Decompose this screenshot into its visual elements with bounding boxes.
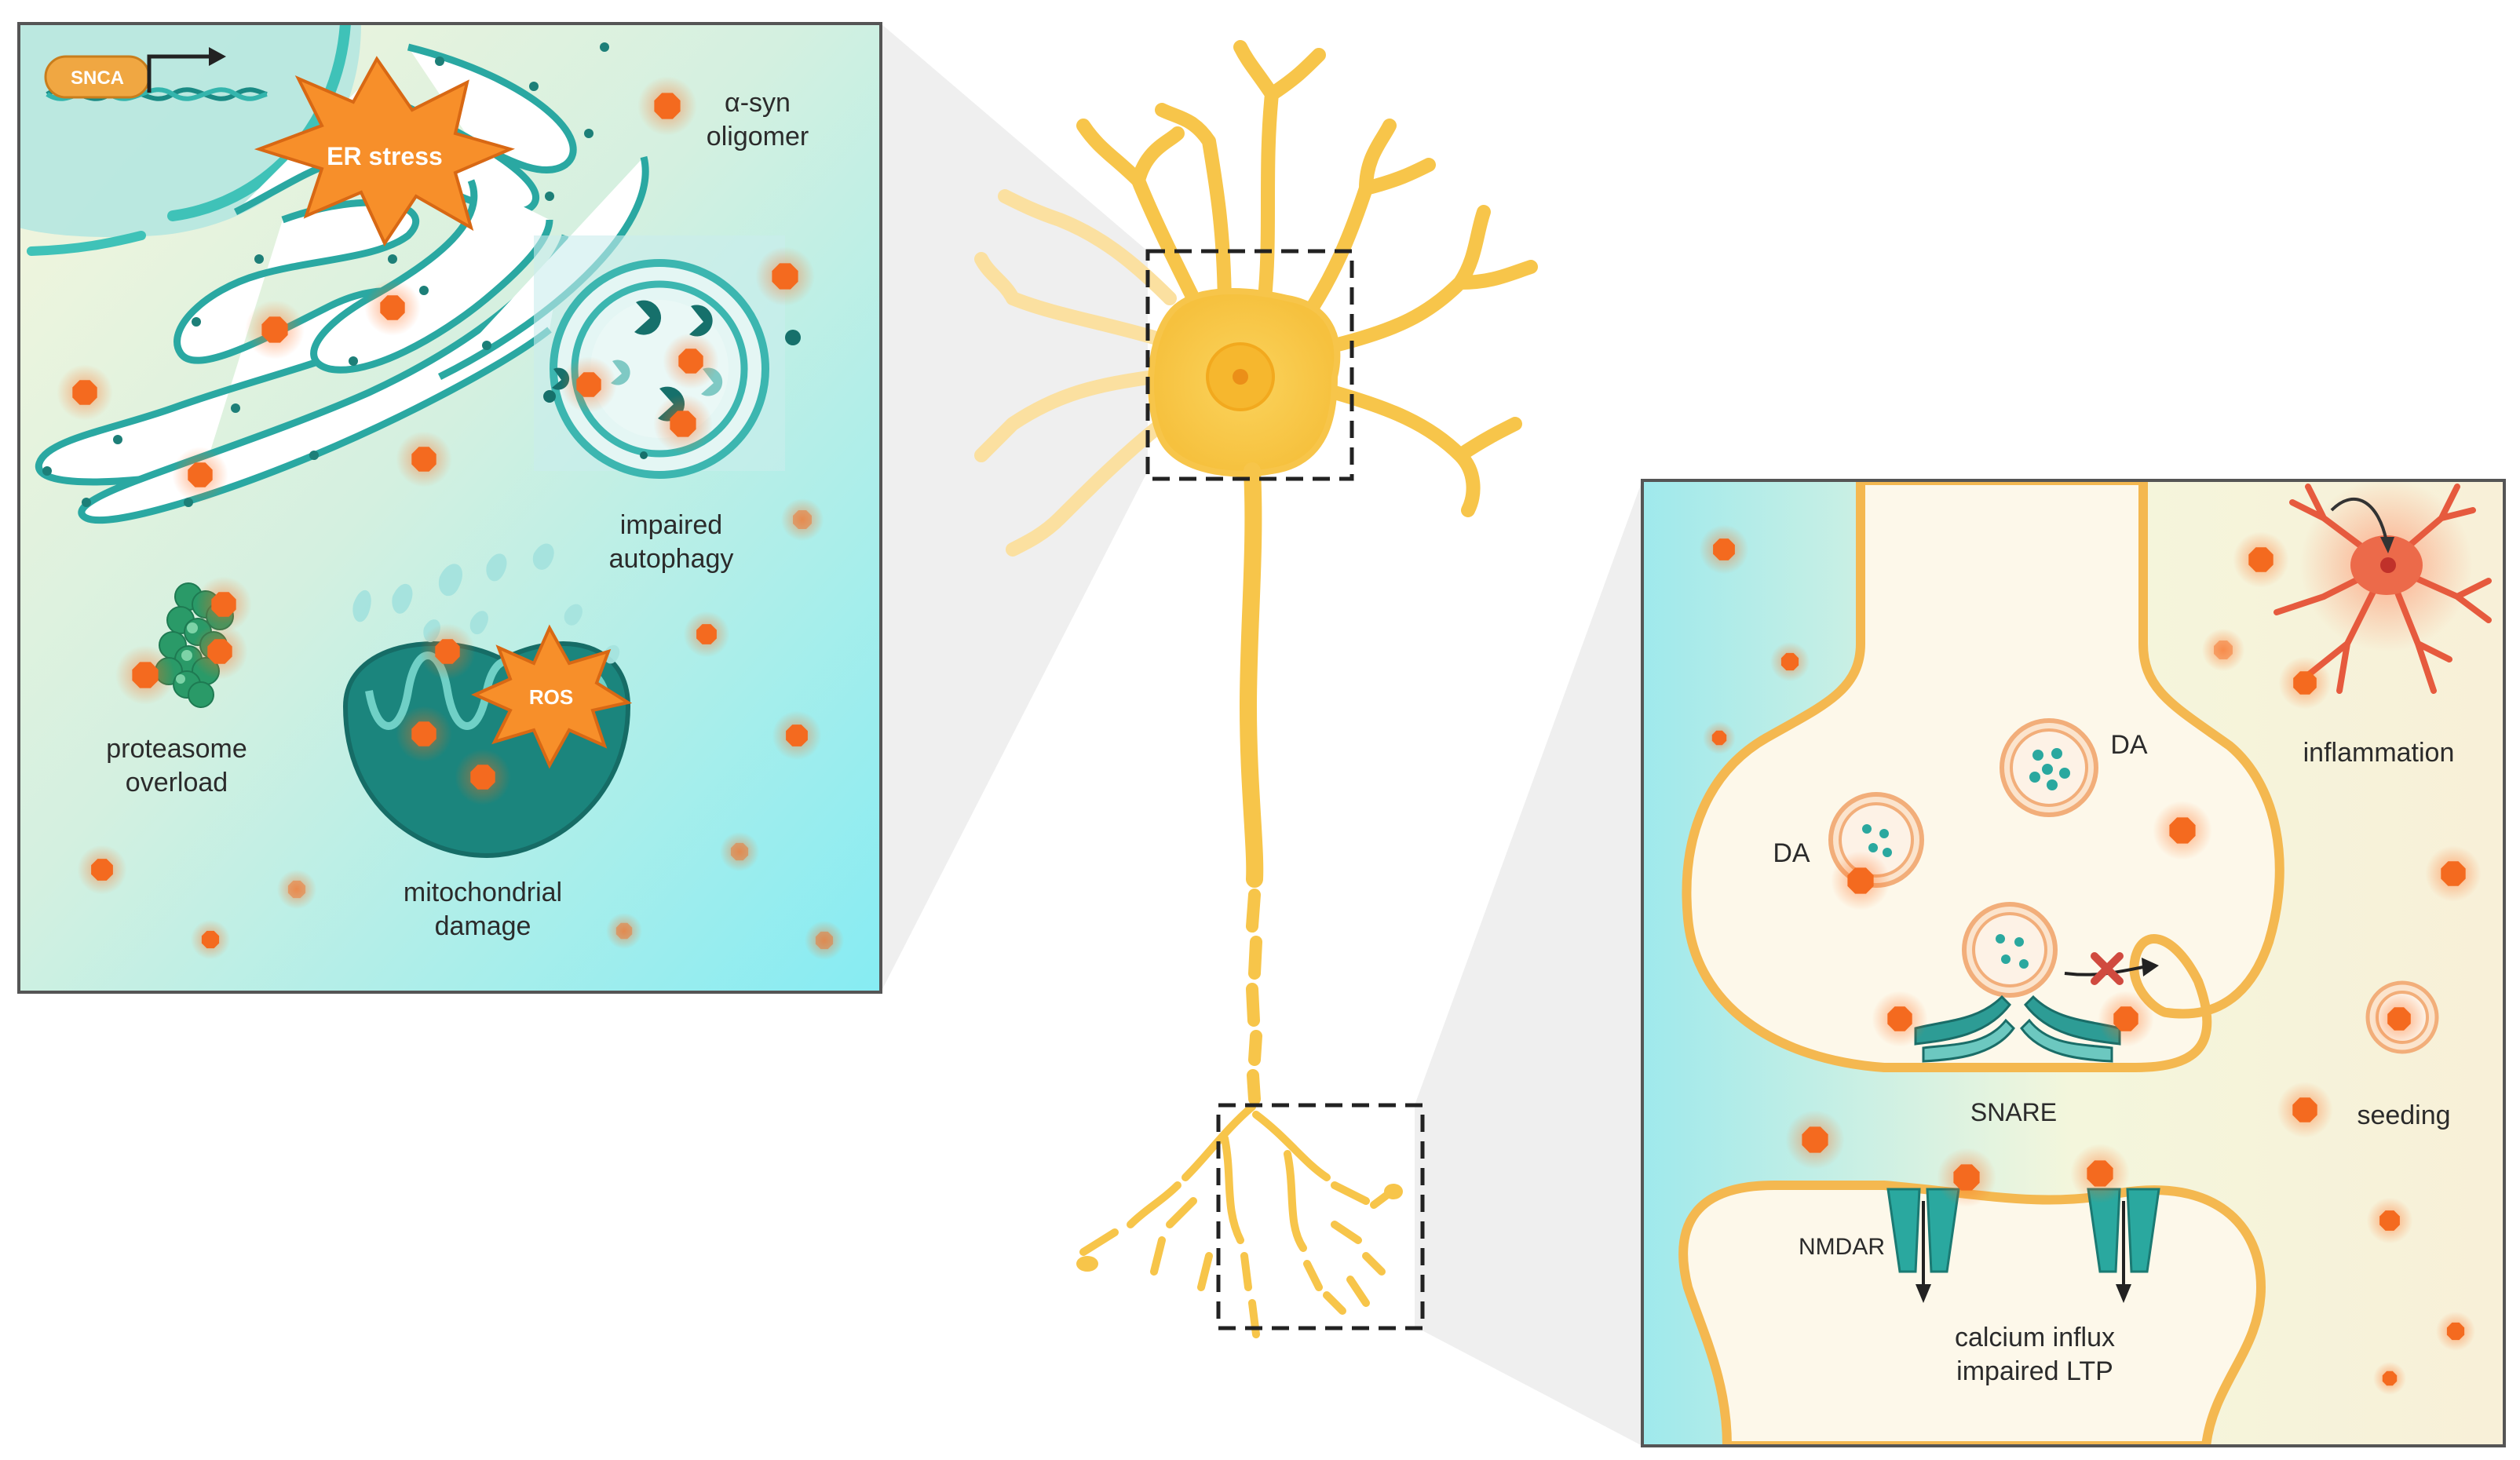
ros-label: ROS xyxy=(529,685,573,709)
alpha-synuclein-oligomer xyxy=(470,765,495,790)
alpha-synuclein-oligomer xyxy=(815,931,834,950)
alpha-synuclein-oligomer xyxy=(435,639,460,664)
nmdar-channel-1 xyxy=(1886,1188,1960,1303)
alpha-synuclein-oligomer xyxy=(2169,817,2196,844)
da-label-2: DA xyxy=(1773,838,1810,868)
alpha-synuclein-oligomer xyxy=(2379,1210,2400,1231)
inflammation-label: inflammation xyxy=(2303,738,2455,768)
oligomer-label-line1: α-syn xyxy=(725,88,791,118)
alpha-synuclein-oligomer xyxy=(2441,861,2466,886)
oligomer-glow xyxy=(804,920,845,961)
terminal-bouton xyxy=(1076,1256,1098,1272)
alpha-synuclein-oligomer xyxy=(1780,652,1799,671)
alpha-synuclein-oligomer xyxy=(2293,671,2317,695)
alpha-synuclein-oligomer xyxy=(91,859,113,881)
oligomer-label-line2: oligomer xyxy=(707,122,809,151)
alpha-synuclein-oligomer xyxy=(786,725,808,746)
alpha-synuclein-oligomer xyxy=(696,624,717,644)
axon-terminals xyxy=(1079,1103,1393,1338)
alpha-synuclein-oligomer xyxy=(211,592,236,617)
docked-vesicle xyxy=(1962,902,2058,998)
dendrites xyxy=(1076,40,1538,517)
autophagy-label-line1: impaired xyxy=(620,510,722,540)
postsynaptic-terminal xyxy=(1678,1181,2266,1446)
alpha-synuclein-oligomer xyxy=(411,447,436,472)
alpha-synuclein-oligomer xyxy=(730,842,749,861)
alpha-synuclein-oligomer xyxy=(2382,1371,2398,1386)
alpha-synuclein-oligomer xyxy=(2087,1160,2113,1187)
right-panel: DA DA inflammation SNARE seeding NMDAR c… xyxy=(1642,480,2504,1446)
mito-label-line2: damage xyxy=(435,911,531,941)
transcription-arrow-icon xyxy=(147,54,212,93)
alpha-synuclein-oligomer xyxy=(2387,1007,2411,1031)
snca-gene-pill: SNCA xyxy=(44,55,151,99)
axon xyxy=(1240,462,1264,888)
nmdar-channel-2 xyxy=(2087,1188,2160,1303)
alpha-synuclein-oligomer xyxy=(1711,730,1727,746)
snare-complex xyxy=(1914,995,2121,1063)
proteasome-label-line2: overload xyxy=(126,768,228,798)
alpha-synuclein-oligomer xyxy=(1953,1164,1980,1191)
alpha-synuclein-oligomer xyxy=(576,372,601,397)
left-panel-border xyxy=(17,22,882,994)
zoom-cone-left xyxy=(881,24,1148,992)
alpha-synuclein-oligomer xyxy=(670,411,696,437)
zoom-box-synapse xyxy=(1216,1103,1425,1330)
proteasome-label-line1: proteasome xyxy=(106,734,247,764)
seeding-label: seeding xyxy=(2357,1100,2450,1130)
microglia xyxy=(2273,480,2492,694)
alpha-synuclein-oligomer xyxy=(1847,867,1874,894)
calcium-label-line2: impaired LTP xyxy=(1956,1356,2113,1386)
alpha-synuclein-oligomer xyxy=(1887,1006,1912,1031)
cross-icon xyxy=(2091,952,2124,985)
alpha-synuclein-oligomer xyxy=(793,510,812,529)
right-panel-border xyxy=(1641,479,2506,1447)
da-label-1: DA xyxy=(2110,730,2148,760)
alpha-synuclein-oligomer xyxy=(1713,538,1735,560)
left-panel: SNCA ER stress xyxy=(19,24,881,992)
autophagy-label-line2: autophagy xyxy=(609,544,734,574)
calcium-label-line1: calcium influx xyxy=(1955,1323,2115,1352)
nucleolus xyxy=(1233,369,1248,385)
alpha-synuclein-oligomer xyxy=(2214,641,2233,659)
alpha-synuclein-oligomer xyxy=(678,349,703,374)
axon-fragmented xyxy=(1246,889,1262,1105)
alpha-synuclein-oligomer xyxy=(1802,1126,1828,1153)
alpha-synuclein-oligomer xyxy=(201,930,220,949)
alpha-synuclein-oligomer xyxy=(188,462,213,487)
alpha-synuclein-oligomer xyxy=(72,380,97,405)
alpha-synuclein-oligomer xyxy=(411,721,436,746)
alpha-synuclein-oligomer xyxy=(654,93,681,119)
er-stress-label: ER stress xyxy=(327,142,443,170)
er-stress-burst: ER stress xyxy=(254,56,515,247)
alpha-synuclein-oligomer xyxy=(2248,547,2273,572)
alpha-synuclein-oligomer xyxy=(207,639,232,664)
alpha-synuclein-oligomer xyxy=(132,662,159,688)
ros-burst: ROS xyxy=(471,624,633,769)
alpha-synuclein-oligomer xyxy=(615,922,633,940)
oligomer-group-left xyxy=(57,76,845,961)
oligomer-group-right xyxy=(1699,524,2482,1395)
snca-gene-label: SNCA xyxy=(71,68,124,89)
alpha-synuclein-oligomer xyxy=(2446,1322,2465,1341)
oligomer-glow xyxy=(605,912,643,950)
presynaptic-terminal xyxy=(1682,480,2284,1072)
alpha-synuclein-oligomer xyxy=(772,263,798,290)
snare-label: SNARE xyxy=(1970,1098,2057,1126)
zoom-box-soma xyxy=(1145,249,1354,481)
alpha-synuclein-oligomer xyxy=(2113,1006,2138,1031)
oligomer-glow xyxy=(276,869,317,910)
alpha-synuclein-oligomer xyxy=(380,295,405,320)
oligomer-glow xyxy=(2201,628,2245,672)
alpha-synuclein-oligomer xyxy=(2292,1097,2317,1122)
oligomer-glow xyxy=(719,831,760,872)
oligomer-glow xyxy=(780,498,824,542)
dopamine-vesicle-1 xyxy=(2000,718,2098,817)
alpha-synuclein-oligomer xyxy=(261,316,288,343)
zoom-cone-right xyxy=(1415,480,1642,1446)
mito-label-line1: mitochondrial xyxy=(404,878,562,907)
alpha-synuclein-oligomer xyxy=(287,880,306,899)
nmdar-label: NMDAR xyxy=(1799,1234,1885,1260)
